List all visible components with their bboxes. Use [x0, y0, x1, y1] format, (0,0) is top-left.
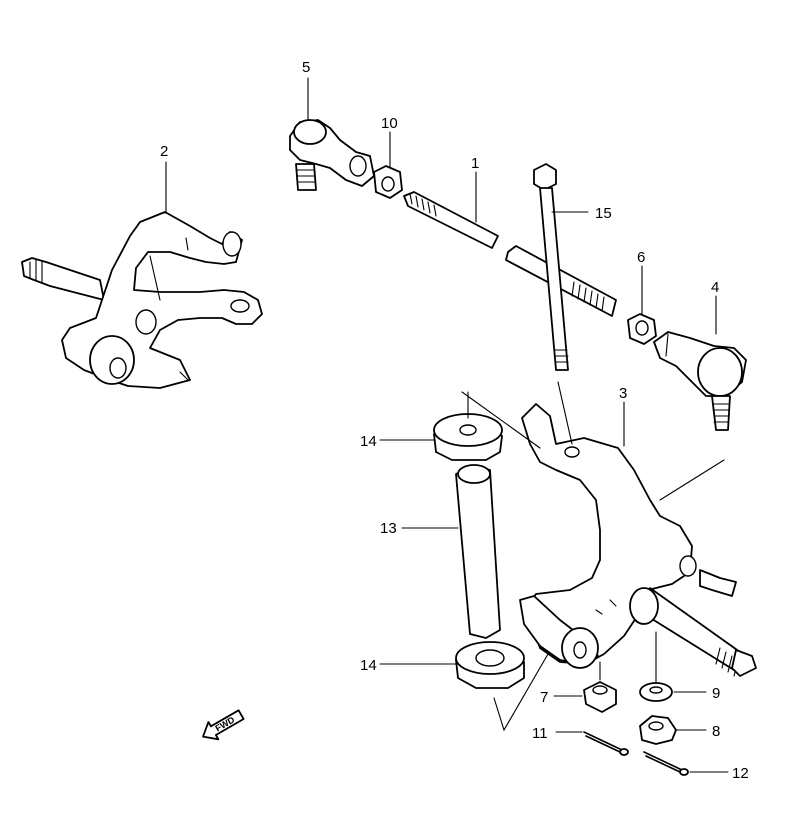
- part-8-castle-nut: [639, 715, 677, 745]
- callout-9: 9: [712, 685, 720, 702]
- part-10-nut: [373, 165, 403, 199]
- part-12-cotter-pin: [643, 751, 689, 776]
- callout-14-top: 14: [360, 433, 377, 450]
- callout-3: 3: [619, 385, 627, 402]
- part-13-sleeve: [455, 464, 501, 639]
- callout-leaders: [165, 77, 729, 773]
- callout-labels: 5 10 1 2 15 6 4 3 14 13 14 7 9 8 11 12: [160, 59, 749, 782]
- part-5-tie-rod-end: [289, 119, 375, 191]
- callout-4: 4: [711, 279, 719, 296]
- part-15-long-bolt: [533, 163, 569, 371]
- part-1-tie-rod: [403, 191, 617, 317]
- callout-6: 6: [637, 249, 645, 266]
- part-9-washer: [639, 682, 673, 702]
- callout-12: 12: [732, 765, 749, 782]
- callout-10: 10: [381, 115, 398, 132]
- part-14-bushing-top: [433, 413, 503, 461]
- part-14-bushing-bottom: [455, 641, 525, 689]
- callout-2: 2: [160, 143, 168, 160]
- part-6-nut: [627, 313, 657, 345]
- callout-13: 13: [380, 520, 397, 537]
- callout-11: 11: [532, 725, 548, 742]
- callout-15: 15: [595, 205, 612, 222]
- callout-5: 5: [302, 59, 310, 76]
- callout-1: 1: [471, 155, 479, 172]
- assembly-lines: [461, 381, 725, 732]
- part-11-cotter-pin: [583, 731, 629, 756]
- callout-7: 7: [540, 689, 548, 706]
- callout-14-bottom: 14: [360, 657, 377, 674]
- callout-8: 8: [712, 723, 720, 740]
- part-4-tie-rod-end: [653, 331, 747, 431]
- fwd-arrow-icon: FWD: [202, 709, 245, 741]
- part-3-steering-arm-right: [519, 403, 757, 677]
- part-7-nut: [583, 681, 617, 713]
- part-2-steering-arm-left: [21, 211, 263, 389]
